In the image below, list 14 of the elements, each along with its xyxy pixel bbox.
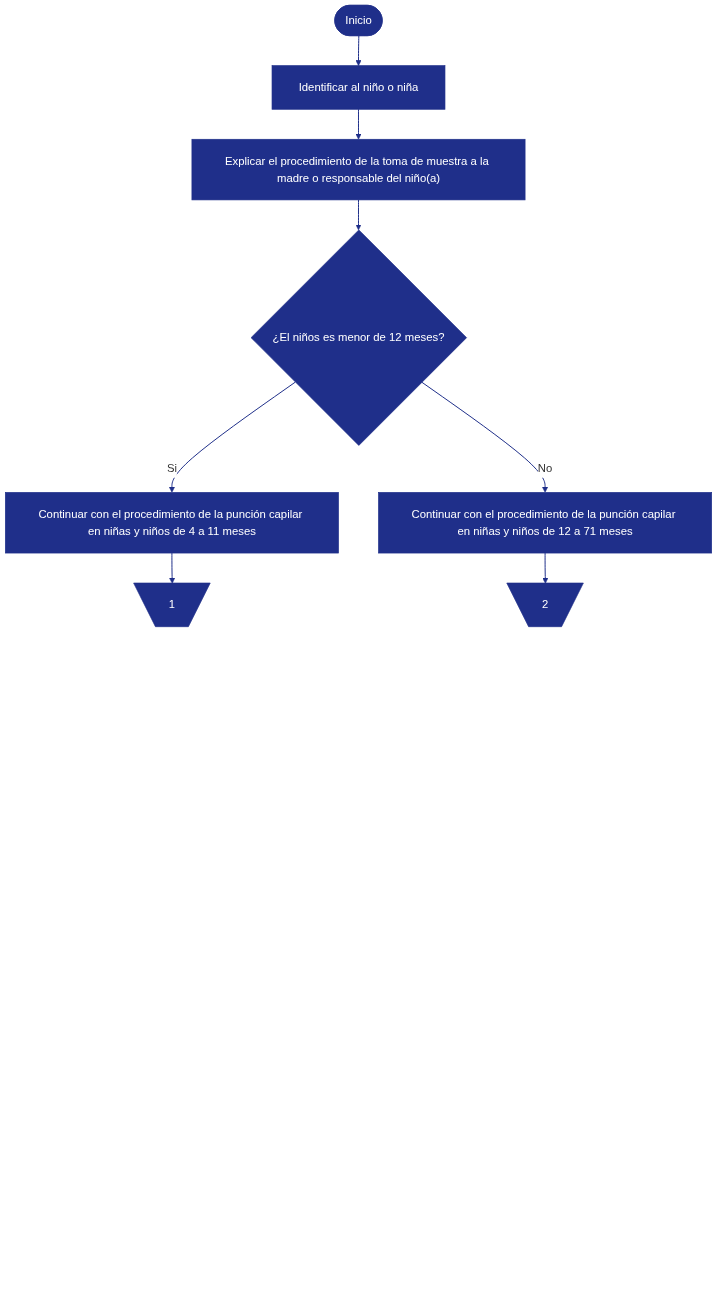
edge-label: No xyxy=(537,462,553,476)
arrow xyxy=(421,381,548,493)
edge-label: Si xyxy=(166,462,177,476)
arrow xyxy=(355,35,362,66)
node-box: Identificar al niño o niña xyxy=(271,65,446,110)
arrow xyxy=(169,552,176,584)
node-box: Explicar el procedimiento de la toma de muestra a la madre o responsable del niño(a) xyxy=(191,138,526,201)
arrow xyxy=(355,108,362,140)
node-diamond: ¿El niños es menor de 12 meses? xyxy=(250,229,467,446)
arrow xyxy=(169,381,296,493)
node-box: Continuar con el procedimiento de la punción capilar en niñas y niños de 4 a 11 meses xyxy=(5,492,339,554)
arrow xyxy=(355,199,362,231)
node-box: Continuar con el procedimiento de la punción capilar en niñas y niños de 12 a 71 meses xyxy=(378,492,712,554)
arrow xyxy=(542,552,549,584)
